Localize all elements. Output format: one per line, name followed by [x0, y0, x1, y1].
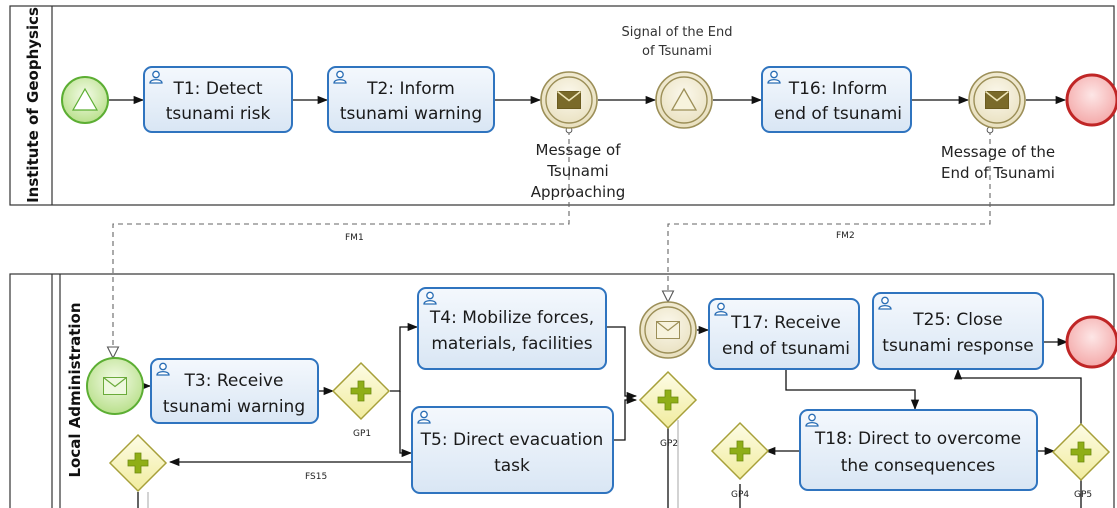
- task-t5-line2: task: [494, 456, 530, 476]
- gateway-gp1: [331, 361, 391, 421]
- task-t2-line1: T2: Inform: [366, 79, 455, 99]
- task-t25-line1: T25: Close: [912, 310, 1002, 330]
- gateway-label-gp5: GP5: [1074, 490, 1092, 500]
- task-t5-line1: T5: Direct evacuation: [420, 430, 604, 450]
- envelope-icon: [985, 91, 1009, 109]
- end-event-top: [1065, 73, 1117, 127]
- task-t4-line2: materials, facilities: [431, 334, 592, 354]
- svg-text:Tsunami: Tsunami: [546, 162, 608, 180]
- intermediate-catch-message-end: [639, 301, 697, 359]
- intermediate-throw-message-approaching: [540, 71, 598, 129]
- svg-text:Approaching: Approaching: [531, 183, 625, 201]
- svg-text:of Tsunami: of Tsunami: [642, 44, 712, 59]
- task-t3[interactable]: T3: Receive tsunami warning: [150, 358, 319, 424]
- task-t18-line1: T18: Direct to overcome: [814, 429, 1021, 449]
- svg-text:Signal of the End: Signal of the End: [622, 25, 733, 40]
- end-event-bottom: [1065, 315, 1117, 369]
- task-t1-line1: T1: Detect: [172, 79, 262, 99]
- start-event-top: [61, 76, 109, 124]
- gateway-gp5: [1051, 422, 1111, 482]
- gateway-label-gp2: GP2: [660, 439, 678, 449]
- task-t16[interactable]: T16: Inform end of tsunami: [761, 66, 912, 133]
- gateway-gp2: [638, 370, 698, 430]
- task-t3-line1: T3: Receive: [184, 371, 284, 391]
- triangle-icon: [71, 87, 99, 111]
- task-t17-line1: T17: Receive: [730, 313, 841, 333]
- gateway-bottom-left: [108, 433, 168, 493]
- signal-triangle-icon: [670, 87, 698, 111]
- gateway-gp4: [710, 421, 770, 481]
- envelope-icon: [557, 91, 581, 109]
- task-t3-line2: tsunami warning: [163, 397, 305, 417]
- task-t16-line1: T16: Inform: [788, 79, 888, 99]
- task-t17-line2: end of tsunami: [722, 339, 850, 359]
- label-message-end-of-tsunami: Message of the End of Tsunami: [941, 143, 1055, 182]
- flow-label-fm2: FM2: [836, 231, 855, 241]
- svg-text:Message of: Message of: [536, 141, 622, 159]
- task-t25[interactable]: T25: Close tsunami response: [872, 292, 1044, 370]
- task-t2-line2: tsunami warning: [340, 104, 482, 124]
- task-t2[interactable]: T2: Inform tsunami warning: [327, 66, 495, 133]
- gateway-label-gp4: GP4: [731, 490, 749, 500]
- svg-text:Message of the: Message of the: [941, 143, 1055, 161]
- task-t25-line2: tsunami response: [882, 336, 1033, 356]
- task-t4-line1: T4: Mobilize forces,: [429, 308, 594, 328]
- label-signal-end-of-tsunami: Signal of the End of Tsunami: [622, 25, 733, 59]
- task-t5[interactable]: T5: Direct evacuation task: [411, 406, 614, 494]
- intermediate-signal-end-of-tsunami: [655, 71, 713, 129]
- task-t18-line2: the consequences: [841, 456, 996, 476]
- gateway-label-gp1: GP1: [353, 429, 371, 439]
- intermediate-throw-message-end: [968, 71, 1026, 129]
- message-flows: [113, 130, 990, 358]
- flow-label-fm1: FM1: [345, 233, 364, 243]
- lane-title-local-admin: Local Administration: [66, 302, 84, 477]
- task-t17[interactable]: T17: Receive end of tsunami: [708, 298, 860, 370]
- lane-title-institute: Institute of Geophysics: [24, 7, 42, 203]
- flow-label-fs15: FS15: [305, 472, 327, 482]
- sequence-flows-bottom: [137, 322, 1082, 508]
- task-t1-line2: tsunami risk: [166, 104, 271, 124]
- envelope-icon: [103, 377, 127, 395]
- task-t4[interactable]: T4: Mobilize forces, materials, faciliti…: [417, 287, 607, 370]
- task-t16-line2: end of tsunami: [774, 104, 902, 124]
- label-message-tsunami-approaching: Message of Tsunami Approaching: [531, 141, 625, 201]
- envelope-icon: [656, 321, 680, 339]
- start-message-event-bottom: [86, 357, 144, 415]
- task-t18[interactable]: T18: Direct to overcome the consequences: [799, 409, 1038, 491]
- task-t1[interactable]: T1: Detect tsunami risk: [143, 66, 293, 133]
- svg-text:End of Tsunami: End of Tsunami: [941, 164, 1055, 182]
